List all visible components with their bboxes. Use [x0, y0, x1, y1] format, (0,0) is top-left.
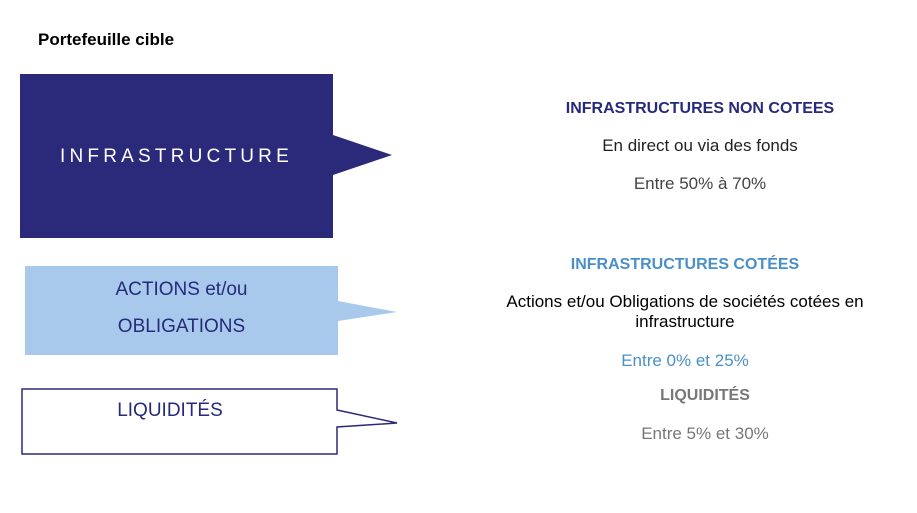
- liquidites-label: LIQUIDITÉS: [117, 400, 223, 421]
- cotees-description: Actions et/ou Obligations de sociétés co…: [506, 292, 864, 331]
- liquidites-heading: LIQUIDITÉS: [660, 387, 750, 404]
- infrastructure-callout: [20, 74, 392, 238]
- cotees-heading: INFRASTRUCTURES COTÉES: [570, 256, 800, 273]
- page-title: Portefeuille cible: [38, 30, 175, 49]
- non-cotees-range: Entre 50% à 70%: [633, 174, 767, 193]
- actions-label-line1: ACTIONS et/ou: [115, 279, 248, 300]
- liquidites-callout: [21, 388, 398, 455]
- liquidites-range: Entre 5% et 30%: [641, 424, 769, 443]
- actions-callout: [25, 266, 397, 355]
- non-cotees-description: En direct ou via des fonds: [602, 136, 798, 155]
- actions-label-line2: OBLIGATIONS: [117, 316, 246, 337]
- non-cotees-heading: INFRASTRUCTURES NON COTEES: [565, 100, 835, 117]
- infrastructure-label: INFRASTRUCTURE: [60, 146, 293, 167]
- cotees-range: Entre 0% et 25%: [621, 351, 749, 370]
